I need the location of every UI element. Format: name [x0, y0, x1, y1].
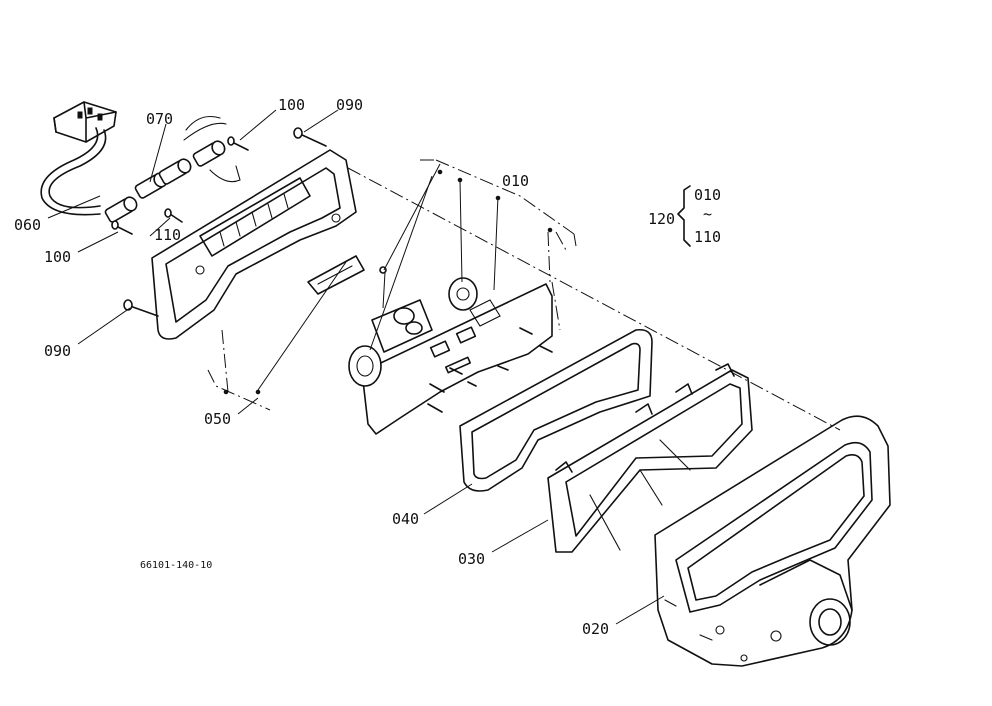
- callout-040: 040: [392, 510, 419, 528]
- callout-090-bottom: 090: [44, 342, 71, 360]
- range-tilde: ~: [703, 205, 712, 223]
- range-group-number: 120: [648, 210, 675, 228]
- screw-100-upper: [227, 136, 249, 151]
- part-070-bulb-sockets: [104, 115, 241, 223]
- meter-case: [151, 149, 357, 340]
- callout-010: 010: [502, 172, 529, 190]
- leader-lines: [47, 109, 665, 625]
- gauge-movement-left: [348, 345, 382, 387]
- callout-070: 070: [146, 110, 173, 128]
- drawing-code: 66101-140-10: [140, 560, 212, 571]
- part-030-lens: [547, 363, 753, 553]
- range-from: 010: [694, 186, 721, 204]
- callout-110: 110: [154, 226, 181, 244]
- range-bracket-120: [677, 185, 691, 247]
- callout-050: 050: [204, 410, 231, 428]
- callout-100-bottom: 100: [44, 248, 71, 266]
- part-050-bracket: [307, 255, 365, 295]
- alignment-lines: [207, 159, 841, 431]
- callout-060: 060: [14, 216, 41, 234]
- coil-assembly: [371, 299, 433, 353]
- callout-090-top: 090: [336, 96, 363, 114]
- screw-090-lower: [123, 299, 159, 317]
- gauge-movement-center: [448, 277, 478, 311]
- screw-110: [164, 208, 183, 223]
- screw-100-lower: [111, 220, 133, 235]
- part-060-wiring-harness: [40, 101, 117, 216]
- part-010-circuit-board: [348, 266, 553, 435]
- callout-100-top: 100: [278, 96, 305, 114]
- board-screws: [427, 327, 553, 413]
- part-040-bezel: [459, 328, 653, 492]
- screw-090-upper: [293, 127, 327, 147]
- callout-030: 030: [458, 550, 485, 568]
- part-020-housing: [654, 415, 891, 667]
- callout-020: 020: [582, 620, 609, 638]
- range-to: 110: [694, 228, 721, 246]
